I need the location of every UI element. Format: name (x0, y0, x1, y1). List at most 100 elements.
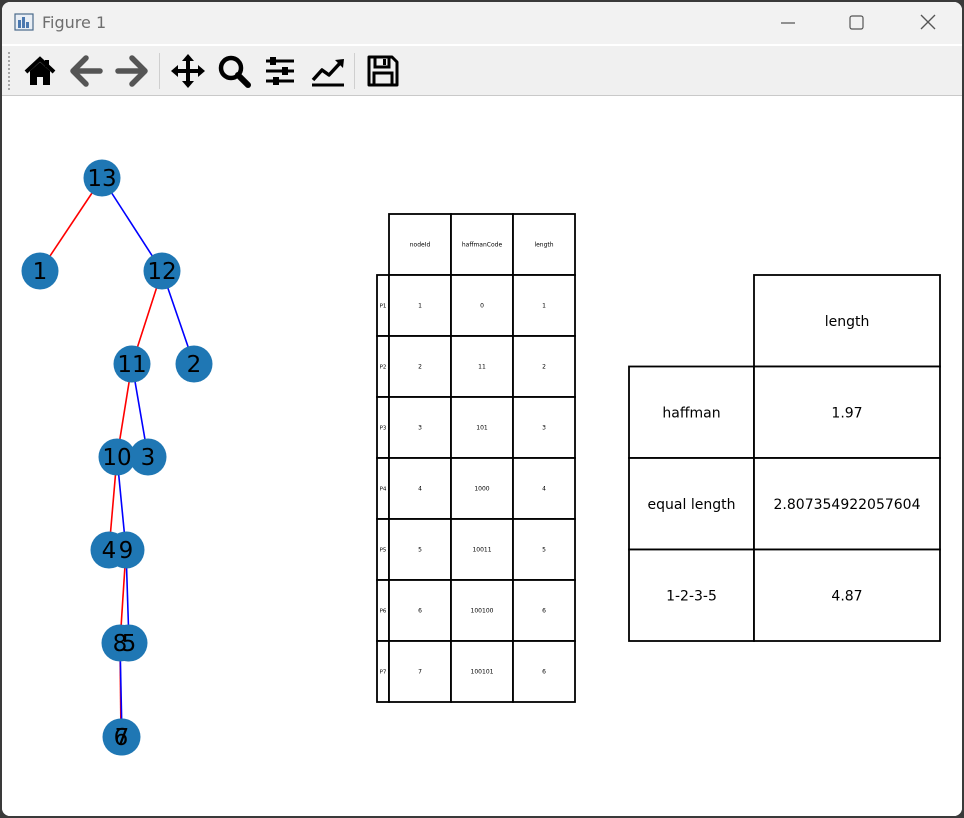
table-cell-value: 3 (542, 425, 546, 432)
length-table: length haffman 1.97 equal length 2.807354922… (628, 274, 941, 642)
tree-node-label: 10 (102, 445, 131, 471)
tree-node-label: 6 (114, 725, 129, 751)
table-cell (450, 579, 514, 642)
table-cell-value: 7 (418, 669, 422, 676)
tree-node-label: 1 (33, 259, 48, 285)
table-cell (388, 640, 452, 703)
maximize-button[interactable] (833, 2, 879, 44)
pan-icon (171, 54, 205, 88)
table-cell-value: 2 (542, 364, 546, 371)
tree-node-label: 12 (147, 259, 176, 285)
row-label: P2 (380, 365, 387, 371)
minimize-icon (781, 22, 795, 24)
table-cell-value: 4 (418, 486, 422, 493)
table-cell-value: 101 (476, 425, 488, 432)
pan-button[interactable] (168, 51, 208, 91)
table-cell-value: 10011 (472, 547, 491, 554)
edit-axes-button[interactable] (308, 51, 348, 91)
column-header: length (534, 242, 553, 249)
close-button[interactable] (904, 2, 950, 44)
table-cell-value: 100101 (471, 669, 494, 676)
row-label: P1 (380, 304, 387, 310)
table-cell-value: 6 (542, 608, 546, 615)
column-header: haffmanCode (462, 242, 503, 249)
tree-node-10 (98, 438, 136, 476)
subplots-button[interactable] (260, 51, 300, 91)
row-label-cell (628, 457, 755, 551)
home-button[interactable] (20, 51, 60, 91)
table-cell (512, 396, 576, 459)
row-label: P6 (380, 609, 387, 615)
table-cell-value: 6 (418, 608, 422, 615)
back-button[interactable] (66, 51, 106, 91)
minimize-button[interactable] (764, 2, 810, 44)
row-label: haffman (662, 405, 720, 421)
tree-edge-13-1 (39, 177, 103, 272)
table-cell-value: 0 (480, 303, 484, 310)
table-cell (512, 274, 576, 337)
maximize-icon (849, 15, 864, 30)
table-cell-value: 4 (542, 486, 546, 493)
toolbar-separator (159, 53, 160, 89)
table-cell (753, 457, 941, 551)
back-icon (70, 55, 103, 87)
edit-axes-icon (311, 59, 344, 87)
tree-node-1 (21, 252, 59, 290)
row-label-cell (628, 548, 755, 642)
tree-node-label: 2 (187, 352, 202, 378)
row-label: P3 (380, 426, 387, 432)
forward-icon (115, 55, 148, 87)
home-icon (24, 56, 56, 85)
subplots-icon (266, 57, 294, 85)
table-cell-value: 4.87 (831, 588, 862, 604)
table-cell-value: 6 (542, 669, 546, 676)
column-header: length (825, 314, 870, 330)
toolbar-separator (354, 53, 355, 89)
title-bar[interactable]: Figure 1 (2, 2, 962, 44)
tree-node-label: 13 (87, 166, 116, 192)
tree-node-3 (129, 438, 167, 476)
table-cell (753, 365, 941, 459)
tree-node-13 (83, 159, 121, 197)
table-cell (388, 518, 452, 581)
tree-node-7 (103, 718, 141, 756)
table-cell (450, 640, 514, 703)
table-cell (753, 548, 941, 642)
column-header-cell (753, 274, 941, 368)
table-cell-value: 2.807354922057604 (774, 497, 921, 513)
table-cell (450, 518, 514, 581)
row-label: P5 (380, 548, 387, 554)
table-cell (388, 274, 452, 337)
table-cell-value: 5 (418, 547, 422, 554)
row-label: 1-2-3-5 (666, 588, 717, 604)
tree-node-label: 7 (115, 725, 130, 751)
table-cell-value: 3 (418, 425, 422, 432)
table-cell (512, 579, 576, 642)
tree-node-label: 9 (119, 538, 134, 564)
table-cell (512, 457, 576, 520)
save-button[interactable] (363, 51, 403, 91)
row-label: equal length (648, 497, 736, 513)
column-header-cell (388, 213, 452, 276)
tree-node-12 (143, 252, 181, 290)
table-cell-value: 5 (542, 547, 546, 554)
table-cell (450, 274, 514, 337)
table-cell-value: 1.97 (831, 405, 862, 421)
table-cell-value: 1 (418, 303, 422, 310)
tree-node-5 (110, 624, 148, 662)
zoom-button[interactable] (214, 51, 254, 91)
table-cell-value: 1000 (474, 486, 489, 493)
table-cell-value: 1 (542, 303, 546, 310)
forward-button[interactable] (112, 51, 152, 91)
table-cell (512, 640, 576, 703)
toolbar-grip[interactable] (8, 52, 12, 90)
tree-node-2 (175, 345, 213, 383)
save-icon (367, 55, 399, 87)
close-icon (920, 14, 936, 30)
table-cell (512, 518, 576, 581)
tree-node-label: 4 (102, 538, 117, 564)
tree-node-11 (113, 345, 151, 383)
